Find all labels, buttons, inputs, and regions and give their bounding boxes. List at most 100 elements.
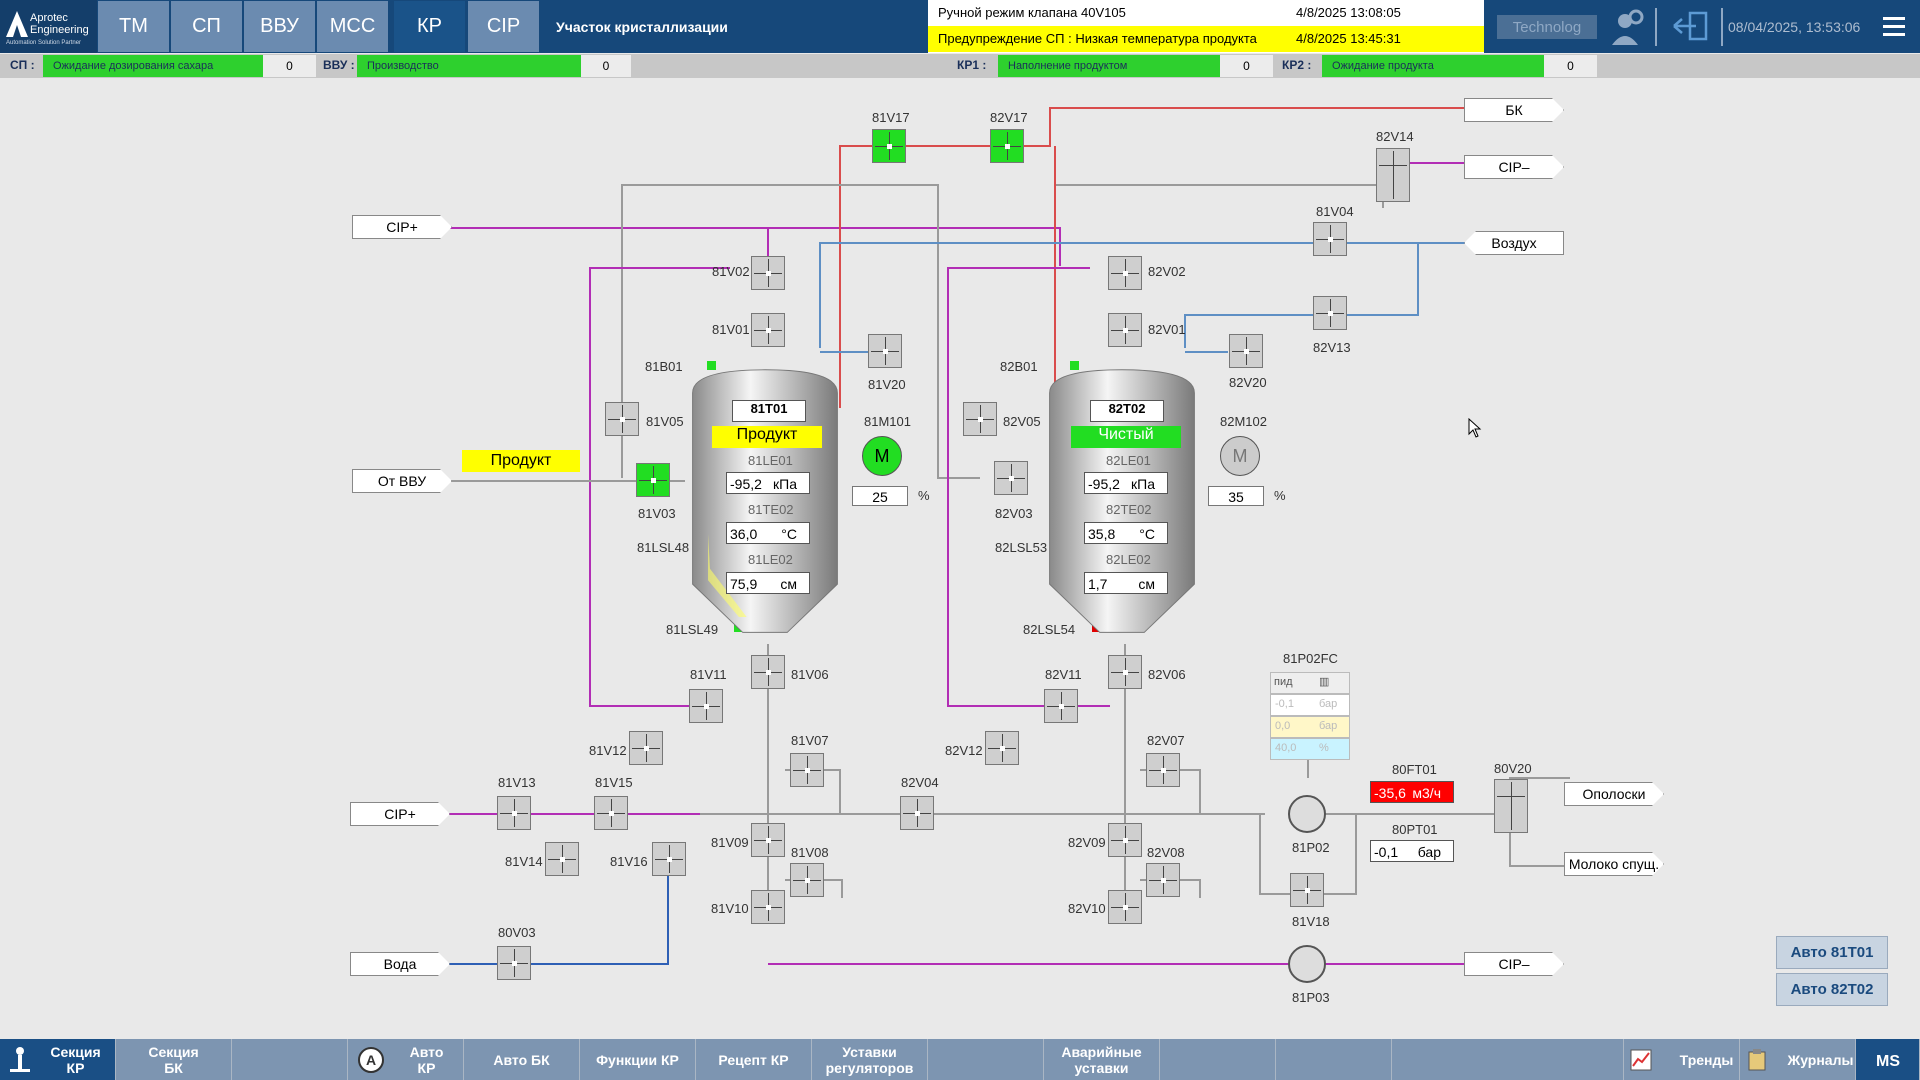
pump-81p02[interactable] xyxy=(1288,795,1326,833)
svg-text:MS: MS xyxy=(1876,1053,1900,1070)
valve-82v07[interactable] xyxy=(1146,753,1180,787)
valve-82v13[interactable] xyxy=(1313,296,1347,330)
flag-cip-plus-bottom[interactable]: CIP+ xyxy=(350,802,450,826)
auto-82t02-button[interactable]: Авто 82T02 xyxy=(1776,973,1888,1006)
flag-bk[interactable]: БК xyxy=(1464,98,1564,122)
nav-empty-3[interactable] xyxy=(1160,1039,1276,1080)
valve-80v03[interactable] xyxy=(497,946,531,980)
nav-label: Уставки регуляторов xyxy=(825,1043,914,1076)
valve-81v08[interactable] xyxy=(790,863,824,897)
valve-82v11[interactable] xyxy=(1044,689,1078,723)
valve-81v13[interactable] xyxy=(497,796,531,830)
alarm-text: Предупреждение СП : Низкая температура п… xyxy=(938,31,1257,46)
valve-81v09[interactable] xyxy=(751,823,785,857)
flag-water[interactable]: Вода xyxy=(350,952,450,976)
valve-82v05[interactable] xyxy=(963,402,997,436)
valve-81v06[interactable] xyxy=(751,655,785,689)
valve-81v18[interactable] xyxy=(1290,873,1324,907)
alarm-time: 4/8/2025 13:08:05 xyxy=(1296,5,1401,20)
tab-mss[interactable]: МСС xyxy=(317,1,388,52)
tab-cip[interactable]: CIP xyxy=(468,1,539,52)
valve-82v01[interactable] xyxy=(1108,313,1142,347)
alarm-row[interactable]: Ручной режим клапана 40V105 4/8/2025 13:… xyxy=(928,0,1484,26)
valve-81v01[interactable] xyxy=(751,313,785,347)
flag-cip-minus-top[interactable]: CIP– xyxy=(1464,155,1564,179)
valve-82v03[interactable] xyxy=(994,461,1028,495)
valve-81v14[interactable] xyxy=(545,842,579,876)
nav-alarm-setpoints[interactable]: Аварийные уставки xyxy=(1044,1039,1160,1080)
tab-vvu[interactable]: ВВУ xyxy=(244,1,315,52)
valve-82v20[interactable] xyxy=(1229,334,1263,368)
nav-journals[interactable]: Журналы xyxy=(1740,1039,1856,1080)
flag-air[interactable]: Воздух xyxy=(1464,231,1564,255)
valve-82v14[interactable] xyxy=(1376,148,1410,202)
valve-81v20[interactable] xyxy=(868,334,902,368)
sp-status-num: 0 xyxy=(263,55,316,77)
pipe-network xyxy=(447,107,1632,965)
tank2-pressure-unit: кПа xyxy=(1131,476,1155,492)
tank1-temperature-unit: °C xyxy=(781,526,797,542)
agitator-motor-82m102[interactable]: M xyxy=(1220,436,1260,476)
alarm-list[interactable]: Ручной режим клапана 40V105 4/8/2025 13:… xyxy=(928,0,1484,53)
technolog-button[interactable]: Technolog xyxy=(1497,15,1597,39)
flag-cip-minus-bottom[interactable]: CIP– xyxy=(1464,952,1564,976)
valve-81v04[interactable] xyxy=(1313,222,1347,256)
nav-empty-1[interactable] xyxy=(232,1039,348,1080)
valve-82v04[interactable] xyxy=(900,796,934,830)
valve-label: 82V20 xyxy=(1229,375,1267,390)
flag-from-vvu[interactable]: От ВВУ xyxy=(352,469,452,493)
logout-icon[interactable] xyxy=(1672,11,1708,41)
agitator-motor-81m101[interactable]: M xyxy=(862,436,902,476)
nav-functions-kr[interactable]: Функции КР xyxy=(580,1039,696,1080)
tab-sp[interactable]: СП xyxy=(171,1,242,52)
valve-81v05[interactable] xyxy=(605,402,639,436)
valve-82v02[interactable] xyxy=(1108,256,1142,290)
valve-81v07[interactable] xyxy=(790,753,824,787)
nav-recipe-kr[interactable]: Рецепт КР xyxy=(696,1039,812,1080)
nav-section-kr[interactable]: Секция КР xyxy=(0,1039,116,1080)
tank2-level-value: 1,7 xyxy=(1088,576,1108,592)
flag-milk-drain[interactable]: Молоко спущ. xyxy=(1564,852,1664,876)
flag-cip-plus-top[interactable]: CIP+ xyxy=(352,215,452,239)
menu-icon[interactable] xyxy=(1883,17,1905,36)
valve-82v17[interactable] xyxy=(990,129,1024,163)
valve-82v12[interactable] xyxy=(985,731,1019,765)
valve-81v02[interactable] xyxy=(751,256,785,290)
tab-tm[interactable]: ТМ xyxy=(98,1,169,52)
pump-81p03[interactable] xyxy=(1288,945,1326,983)
alarm-row[interactable]: Предупреждение СП : Низкая температура п… xyxy=(928,26,1484,52)
pid-sp-unit: бар xyxy=(1319,720,1338,732)
valve-82v10[interactable] xyxy=(1108,890,1142,924)
valve-82v08[interactable] xyxy=(1146,863,1180,897)
divider xyxy=(1721,8,1723,46)
nav-empty-4[interactable] xyxy=(1276,1039,1392,1080)
pid-bars-icon[interactable]: ▥ xyxy=(1319,676,1330,688)
valve-82v09[interactable] xyxy=(1108,823,1142,857)
nav-auto-bk[interactable]: Авто БК xyxy=(464,1039,580,1080)
valve-81v11[interactable] xyxy=(689,689,723,723)
motor2-speed[interactable]: 35 xyxy=(1208,486,1264,506)
tank2-le01-tag: 82LE01 xyxy=(1106,453,1151,468)
tab-kr[interactable]: КР xyxy=(394,1,465,52)
nav-empty-5[interactable] xyxy=(1392,1039,1624,1080)
valve-81v17[interactable] xyxy=(872,129,906,163)
user-switch-icon[interactable] xyxy=(1609,7,1645,47)
nav-trends[interactable]: Тренды xyxy=(1624,1039,1740,1080)
flag-rinse[interactable]: Ополоски xyxy=(1564,782,1664,806)
nav-controller-setpoints[interactable]: Уставки регуляторов xyxy=(812,1039,928,1080)
valve-81v12[interactable] xyxy=(629,731,663,765)
nav-section-bk[interactable]: Секция БК xyxy=(116,1039,232,1080)
valve-82v06[interactable] xyxy=(1108,655,1142,689)
valve-81v03[interactable] xyxy=(636,463,670,497)
auto-81t01-button[interactable]: Авто 81T01 xyxy=(1776,936,1888,969)
nav-auto-kr[interactable]: A Авто КР xyxy=(348,1039,464,1080)
valve-80v20[interactable] xyxy=(1494,779,1528,833)
motor1-speed[interactable]: 25 xyxy=(852,486,908,506)
windows-start-button[interactable]: MS xyxy=(1856,1039,1920,1080)
nav-empty-2[interactable] xyxy=(928,1039,1044,1080)
valve-81v10[interactable] xyxy=(751,890,785,924)
valve-81v16[interactable] xyxy=(652,842,686,876)
valve-81v15[interactable] xyxy=(594,796,628,830)
